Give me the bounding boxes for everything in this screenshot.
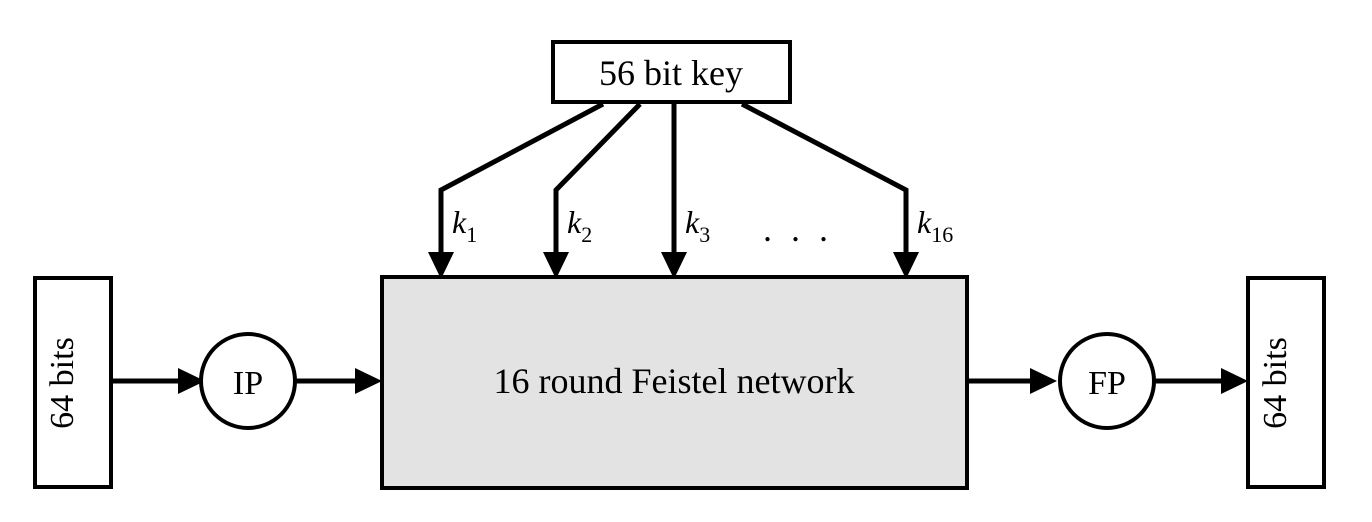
round-key-line-2	[553, 102, 642, 265]
initial-permutation-label: IP	[233, 365, 263, 402]
round-key-arrowhead-1	[428, 252, 454, 279]
round-key-connectors	[428, 101, 919, 279]
round-key-base-1: k	[452, 204, 467, 240]
initial-permutation-node: IP	[199, 332, 297, 430]
round-key-sub-16: 16	[931, 222, 953, 247]
input-to-ip-connector	[111, 368, 205, 394]
feistel-block: 16 round Feistel network	[380, 275, 969, 490]
round-key-base-3: k	[685, 204, 700, 240]
feistel-to-fp-connector	[967, 368, 1057, 394]
key-block-label: 56 bit key	[599, 53, 743, 93]
output-block-label: 64 bits	[1257, 337, 1294, 429]
fp-to-output-connector	[1154, 368, 1248, 394]
round-key-arrowhead-2	[543, 252, 569, 279]
key-block-rect	[551, 40, 792, 104]
round-key-arrowhead-3	[661, 252, 687, 279]
feistel-block-rect	[380, 275, 969, 490]
fp-to-output-arrowhead	[1221, 368, 1248, 394]
round-key-labels: k1 k2 k3 k16 . . .	[452, 204, 953, 249]
feistel-block-label: 16 round Feistel network	[494, 361, 855, 401]
round-key-line-1	[438, 101, 605, 265]
round-key-line-16	[740, 101, 909, 265]
output-block: 64 bits	[1246, 276, 1326, 489]
output-block-rect	[1246, 276, 1326, 489]
round-key-label-2: k2	[567, 204, 592, 247]
round-key-ellipsis: . . .	[763, 209, 833, 249]
input-block: 64 bits	[33, 276, 113, 489]
round-key-sub-3: 3	[699, 222, 710, 247]
key-block: 56 bit key	[551, 40, 792, 104]
ip-to-feistel-connector	[295, 368, 382, 394]
round-key-sub-2: 2	[581, 222, 592, 247]
ip-to-feistel-arrowhead	[355, 368, 382, 394]
feistel-to-fp-arrowhead	[1030, 368, 1057, 394]
round-key-label-3: k3	[685, 204, 710, 247]
final-permutation-node: FP	[1058, 332, 1156, 430]
input-to-ip-arrowhead	[178, 368, 205, 394]
input-block-label: 64 bits	[44, 337, 81, 429]
final-permutation-label: FP	[1088, 365, 1126, 402]
round-key-label-1: k1	[452, 204, 477, 247]
round-key-arrowhead-16	[893, 252, 919, 279]
round-key-base-16: k	[917, 204, 932, 240]
round-key-sub-1: 1	[466, 222, 477, 247]
input-block-rect	[33, 276, 113, 489]
round-key-base-2: k	[567, 204, 582, 240]
round-key-label-16: k16	[917, 204, 953, 247]
